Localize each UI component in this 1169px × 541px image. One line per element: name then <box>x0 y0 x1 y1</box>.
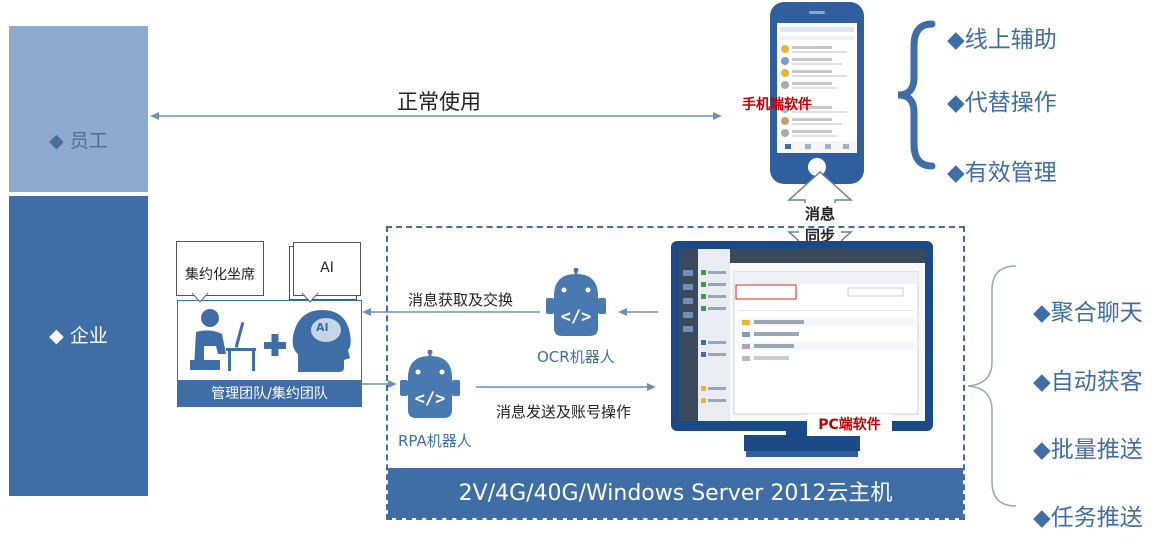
team-illustration <box>190 309 351 372</box>
mobile-phone-icon <box>770 2 864 184</box>
sync-label-line1: 消息 <box>804 205 835 223</box>
message-sync-label: 消息 同步 <box>799 203 841 247</box>
phone-features-brace <box>897 20 936 170</box>
normal-use-arrow <box>150 112 722 120</box>
pc-software-label: PC端软件 <box>807 414 892 436</box>
rpa-arrow-label: 消息发送及账号操作 <box>496 403 632 421</box>
enterprise-label: ◆ 企业 <box>49 325 108 347</box>
feature-batch-push: ◆批量推送 <box>1033 437 1143 463</box>
sync-label-line2: 同步 <box>804 227 835 245</box>
ocr-arrow-label: 消息获取及交换 <box>408 291 514 309</box>
rpa-to-pc-arrow <box>476 383 656 391</box>
pc-features-brace <box>967 265 1017 507</box>
rpa-robot-label: RPA机器人 <box>398 432 472 450</box>
ai-head-badge: AI <box>316 321 329 334</box>
team-label: 管理团队/集约团队 <box>177 380 362 407</box>
staff-label: ◆ 员工 <box>49 130 108 152</box>
feature-aggregated-chat: ◆聚合聊天 <box>1033 300 1143 326</box>
ai-head-icon <box>292 310 351 372</box>
feature-online-assist: ◆线上辅助 <box>947 27 1057 53</box>
plus-icon <box>264 334 286 356</box>
ocr-robot-icon: </> <box>546 268 606 336</box>
feature-task-push: ◆任务推送 <box>1033 505 1143 531</box>
ai-note: AI <box>293 242 361 296</box>
ocr-robot-label: OCR机器人 <box>537 348 615 366</box>
ai-note-tail <box>302 293 319 303</box>
feature-replace-operation: ◆代替操作 <box>947 90 1057 116</box>
normal-use-label: 正常使用 <box>397 90 481 114</box>
cloud-host-container <box>386 226 965 520</box>
rpa-robot-icon: </> <box>400 350 460 418</box>
server-spec-bar: 2V/4G/40G/Windows Server 2012云主机 <box>388 468 963 518</box>
svg-text:</>: </> <box>415 389 446 409</box>
enterprise-band: ◆ 企业 <box>9 196 148 496</box>
phone-software-label: 手机端软件 <box>742 97 812 113</box>
svg-text:</>: </> <box>561 307 592 327</box>
feature-auto-acquire: ◆自动获客 <box>1033 369 1143 395</box>
centralized-seat-text: 集约化坐席 <box>185 267 255 283</box>
team-to-rpa-arrow <box>362 380 397 388</box>
pc-to-ocr-arrow <box>618 308 658 316</box>
ocr-to-team-arrow <box>362 308 540 316</box>
operator-icon <box>190 309 256 371</box>
staff-band: ◆ 员工 <box>9 26 148 192</box>
centralized-seat-note: 集约化坐席 <box>176 241 264 296</box>
ai-note-text: AI <box>320 260 334 276</box>
note-tail <box>192 293 209 303</box>
feature-effective-management: ◆有效管理 <box>947 160 1057 186</box>
pc-monitor-icon <box>671 241 933 457</box>
